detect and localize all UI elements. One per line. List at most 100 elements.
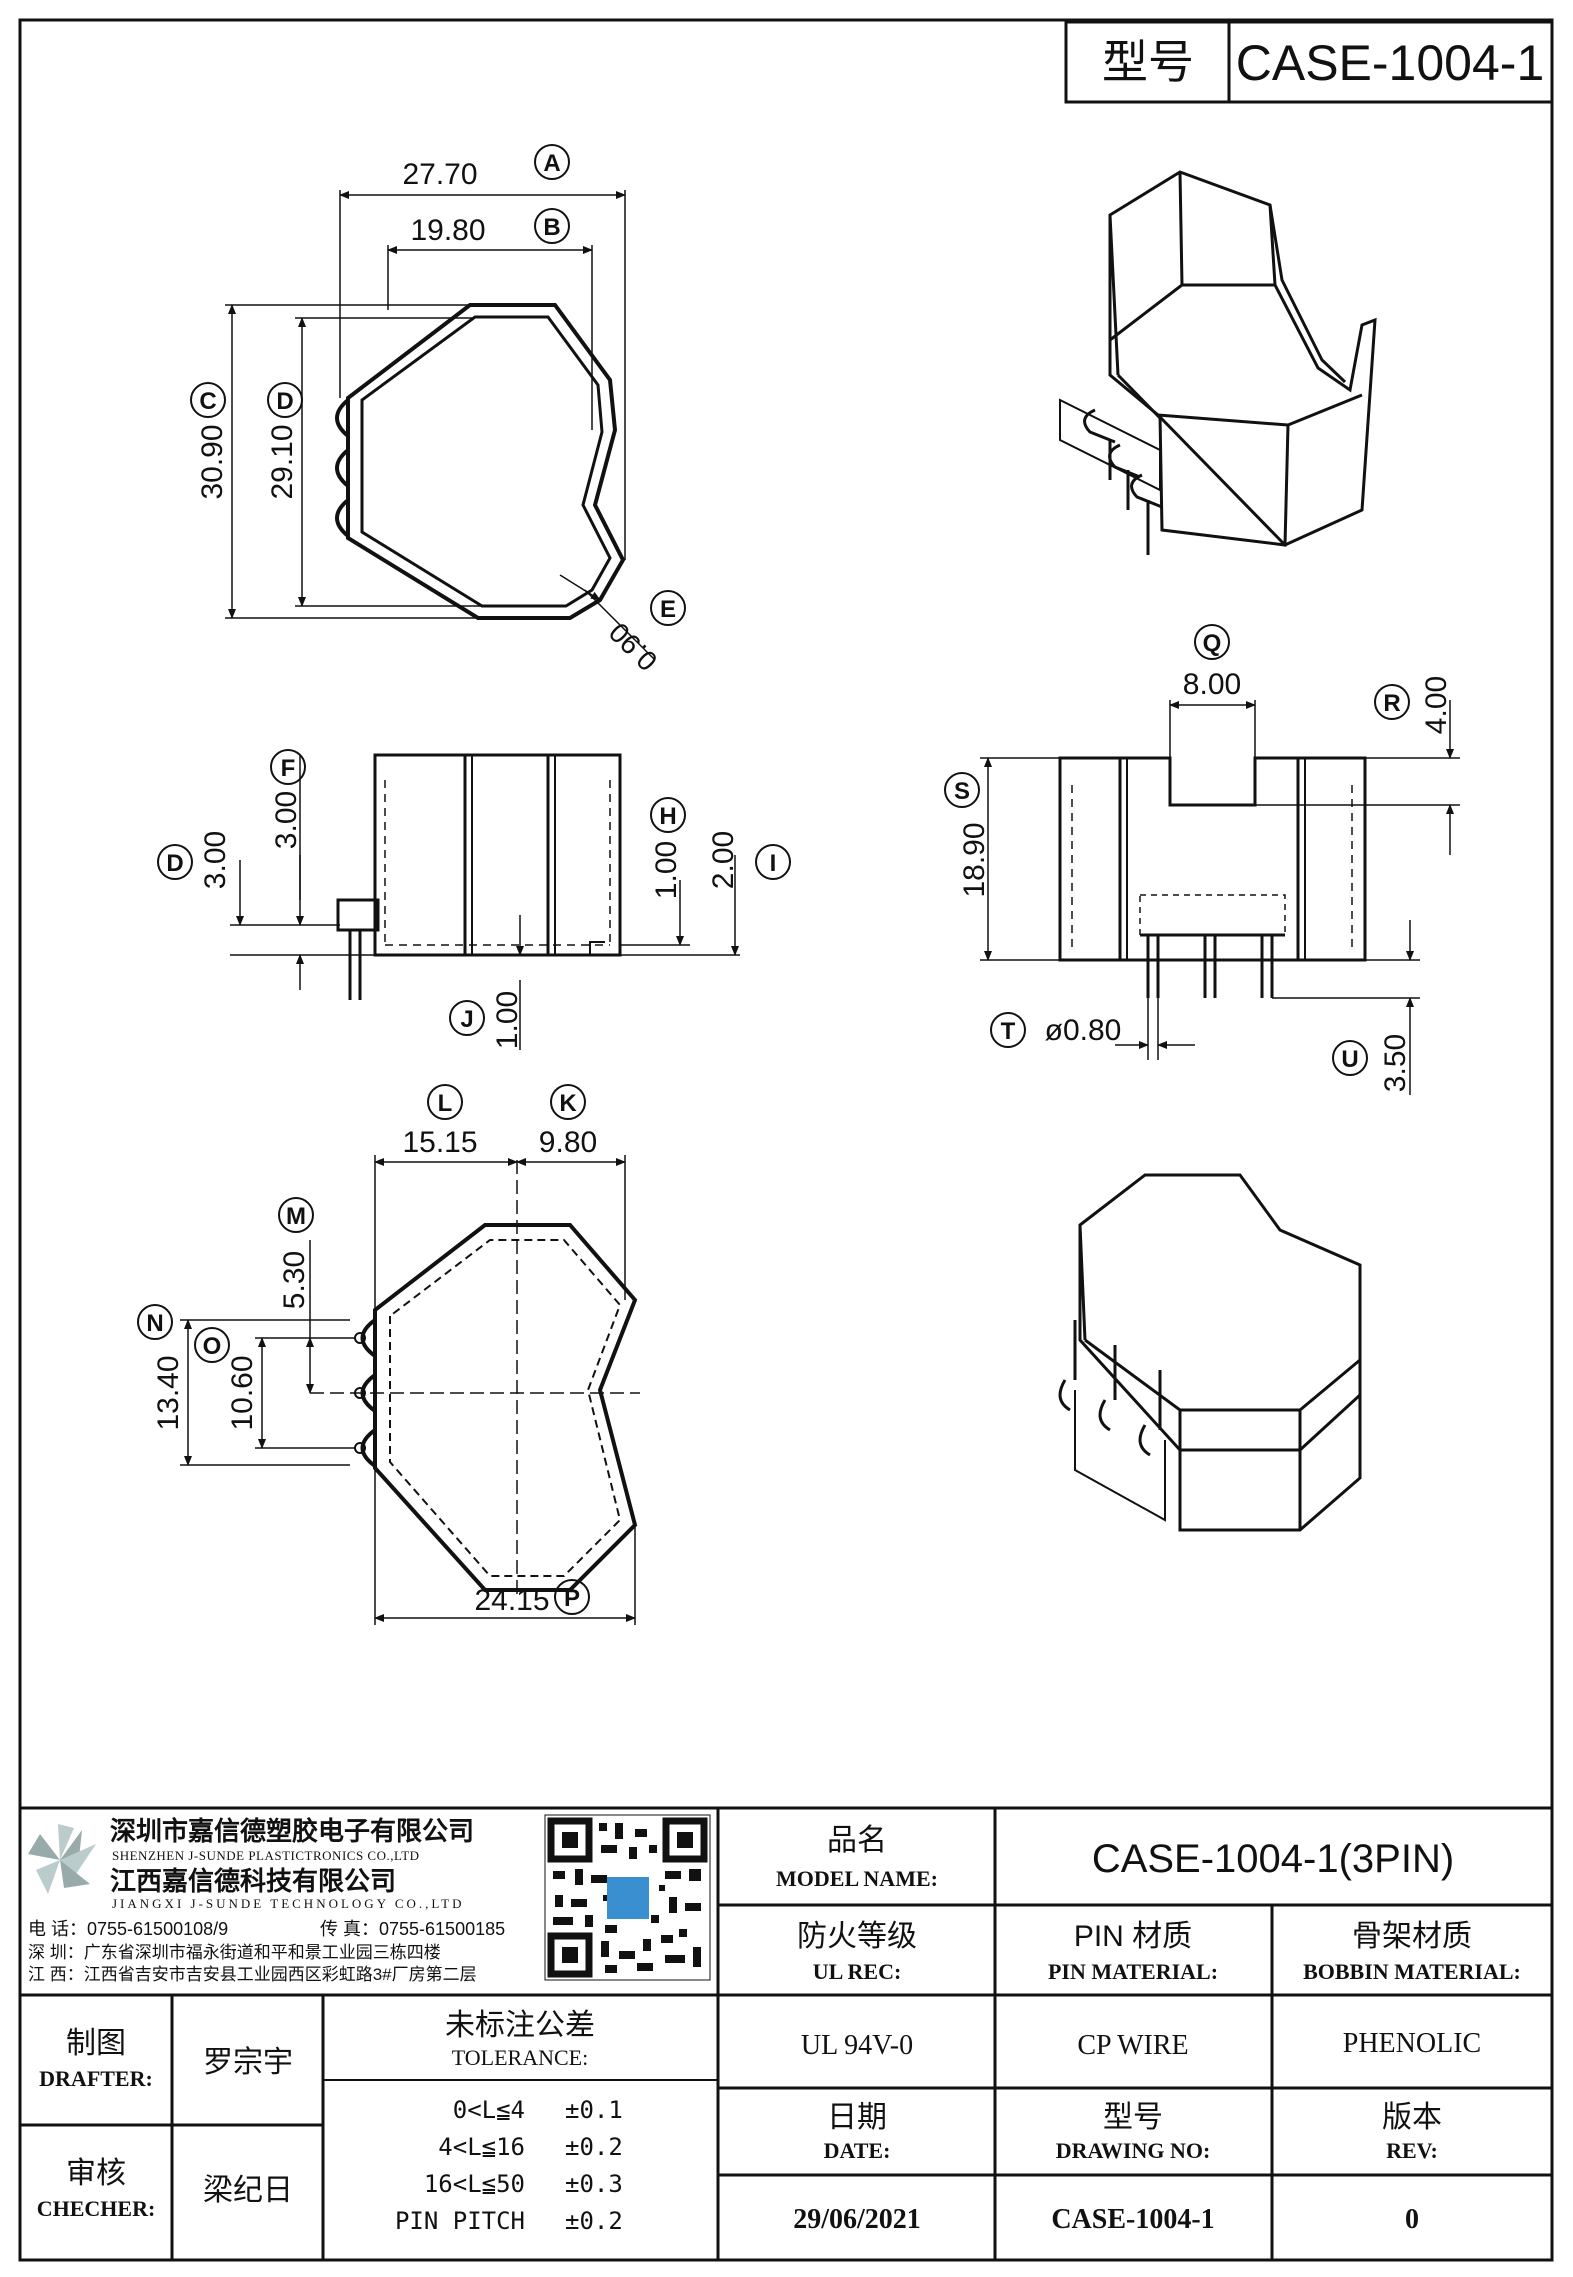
- company-logo-icon: [28, 1824, 96, 1894]
- isometric-view-top: [1059, 170, 1377, 555]
- isometric-view-bottom: [1058, 1173, 1362, 1532]
- company-name-cn-1: 深圳市嘉信德塑胶电子有限公司: [110, 1816, 474, 1846]
- drawing-no-cn: 型号: [1103, 2101, 1163, 2134]
- dim-B-value: 19.80: [410, 214, 485, 247]
- drafter-en: DRAFTER:: [39, 2066, 153, 2091]
- drafter-cn: 制图: [66, 2027, 126, 2060]
- tolerance-range: 0<L≦4: [453, 2096, 525, 2124]
- drawing-no-en: DRAWING NO:: [1056, 2138, 1211, 2163]
- dim-A-value: 27.70: [402, 158, 477, 191]
- letter-N: N: [146, 1310, 163, 1337]
- company-address-jiangxi: 江 西：江西省吉安市吉安县工业园西区彩虹路3#厂房第二层: [28, 1965, 477, 1984]
- letter-J: J: [460, 1006, 473, 1033]
- tolerance-range: 4<L≦16: [438, 2133, 525, 2161]
- letter-T: T: [1001, 1018, 1016, 1045]
- dim-P-value: 24.15: [474, 1584, 549, 1617]
- ul-rec-value: UL 94V-0: [801, 2030, 913, 2061]
- dim-D-value: 29.10: [266, 424, 299, 499]
- pin-material-cn: PIN 材质: [1074, 1920, 1192, 1953]
- top-view: [225, 190, 656, 661]
- bobbin-material-en: BOBBIN MATERIAL:: [1303, 1959, 1521, 1984]
- dim-I-value: 2.00: [707, 831, 740, 889]
- company-fax: 传 真：0755-61500185: [320, 1919, 505, 1939]
- drawing-border: [18, 18, 1554, 2262]
- date-cn: 日期: [827, 2101, 887, 2134]
- checker-cn: 审核: [66, 2157, 126, 2190]
- header-model-value: CASE-1004-1: [1236, 35, 1545, 91]
- drawing-no-value: CASE-1004-1: [1051, 2204, 1214, 2235]
- dim-C-value: 30.90: [196, 424, 229, 499]
- letter-C: C: [199, 388, 216, 415]
- letter-R: R: [1383, 690, 1400, 717]
- tolerance-value: ±0.2: [565, 2207, 623, 2235]
- side-view: [980, 700, 1460, 1095]
- letter-E: E: [660, 596, 676, 623]
- letter-D: D: [276, 388, 293, 415]
- tolerance-value: ±0.3: [565, 2170, 623, 2198]
- tolerance-range: 16<L≦50: [424, 2170, 525, 2198]
- qr-code-icon: [544, 1814, 711, 1981]
- company-name-en-1: SHENZHEN J-SUNDE PLASTICTRONICS CO.,LTD: [112, 1848, 420, 1863]
- bottom-view: [180, 1155, 640, 1625]
- dim-U-value: 3.50: [1379, 1034, 1412, 1092]
- tolerance-table: 0<L≦4 ±0.1 4<L≦16 ±0.2 16<L≦50 ±0.3 PIN …: [395, 2096, 623, 2235]
- model-name-value: CASE-1004-1(3PIN): [1092, 1837, 1454, 1881]
- letter-A: A: [543, 150, 560, 177]
- letter-L: L: [438, 1090, 453, 1117]
- company-name-cn-2: 江西嘉信德科技有限公司: [110, 1866, 396, 1896]
- dim-F-value: 3.00: [270, 791, 303, 849]
- tolerance-value: ±0.2: [565, 2133, 623, 2161]
- dim-D2-value: 3.00: [199, 831, 232, 889]
- model-name-en: MODEL NAME:: [776, 1866, 938, 1891]
- dim-R-value: 4.00: [1420, 676, 1453, 734]
- company-address-shenzhen: 深 圳：广东省深圳市福永街道和平和景工业园三栋四楼: [28, 1943, 441, 1962]
- letter-I: I: [770, 850, 777, 877]
- dim-L-value: 15.15: [402, 1126, 477, 1159]
- dim-T-value: ø0.80: [1045, 1014, 1122, 1047]
- checker-en: CHECHER:: [37, 2196, 156, 2221]
- letter-O: O: [203, 1333, 222, 1360]
- letter-D2: D: [166, 850, 183, 877]
- rev-cn: 版本: [1382, 2101, 1442, 2134]
- letter-F: F: [281, 755, 296, 782]
- ul-rec-cn: 防火等级: [797, 1920, 917, 1953]
- dim-N-value: 13.40: [152, 1355, 185, 1430]
- letter-Q: Q: [1203, 630, 1222, 657]
- date-value: 29/06/2021: [793, 2204, 921, 2235]
- drafter-name: 罗宗宇: [203, 2046, 293, 2079]
- tolerance-en: TOLERANCE:: [452, 2045, 588, 2070]
- letter-M: M: [286, 1203, 306, 1230]
- tolerance-range: PIN PITCH: [395, 2207, 525, 2235]
- company-phone: 电 话：0755-61500108/9: [28, 1919, 228, 1939]
- letter-B: B: [543, 214, 560, 241]
- letter-P: P: [564, 1585, 580, 1612]
- dim-H-value: 1.00: [650, 841, 683, 899]
- letter-S: S: [954, 778, 970, 805]
- dim-letters: A B C D E F D H I J Q R S T U L K M N O …: [137, 144, 1410, 1615]
- header-model-box: 型号 CASE-1004-1: [1064, 20, 1554, 104]
- rev-value: 0: [1405, 2204, 1419, 2235]
- front-view: [230, 753, 740, 1050]
- model-name-cn: 品名: [827, 1824, 887, 1857]
- letter-U: U: [1341, 1046, 1358, 1073]
- bobbin-material-value: PHENOLIC: [1343, 2028, 1481, 2059]
- title-block: [20, 1806, 1552, 2260]
- pin-material-value: CP WIRE: [1077, 2030, 1188, 2061]
- dim-Q-value: 8.00: [1183, 668, 1241, 701]
- ul-rec-en: UL REC:: [813, 1959, 902, 1984]
- dim-J-value: 1.00: [491, 991, 524, 1049]
- company-name-en-2: JIANGXI J-SUNDE TECHNOLOGY CO.,LTD: [112, 1896, 465, 1911]
- tolerance-value: ±0.1: [565, 2096, 623, 2124]
- letter-K: K: [559, 1090, 577, 1117]
- dim-E-value: 0.90: [603, 616, 663, 676]
- header-model-label: 型号: [1102, 36, 1194, 88]
- dim-K-value: 9.80: [539, 1126, 597, 1159]
- bobbin-material-cn: 骨架材质: [1352, 1920, 1472, 1953]
- checker-name: 梁纪日: [203, 2174, 293, 2207]
- rev-en: REV:: [1386, 2138, 1438, 2163]
- dim-M-value: 5.30: [278, 1251, 311, 1309]
- pin-material-en: PIN MATERIAL:: [1048, 1959, 1218, 1984]
- letter-H: H: [659, 803, 676, 830]
- dim-S-value: 18.90: [958, 822, 991, 897]
